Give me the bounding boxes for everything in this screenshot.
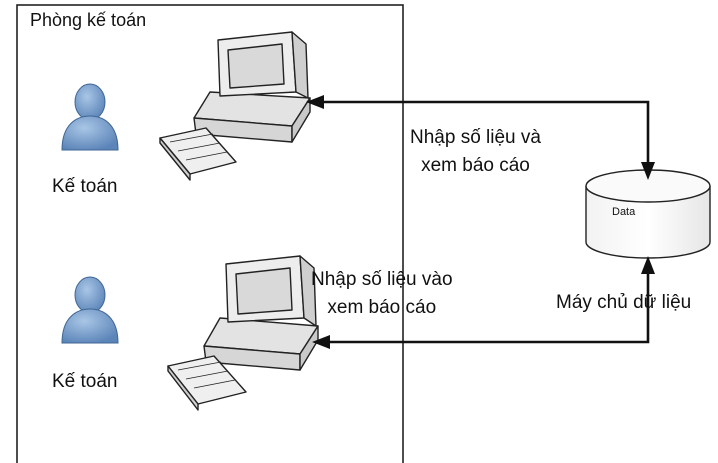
link-label-line: Nhập số liệu vào — [311, 269, 453, 290]
room-title: Phòng kế toán — [30, 10, 147, 30]
room-boundary — [16, 4, 404, 463]
link-label-top: Nhập số liệu và xem báo cáo — [410, 124, 541, 179]
link-label-line: xem báo cáo — [421, 154, 530, 176]
arrowhead-left-bottom — [312, 335, 330, 349]
arrowhead-up-db — [641, 256, 655, 274]
database-icon — [585, 169, 711, 259]
link-label-bottom: Nhập số liệu vào xem báo cáo — [311, 266, 453, 321]
person-icon — [61, 83, 119, 151]
person-icon — [61, 276, 119, 344]
arrowhead-down-db — [641, 162, 655, 180]
desktop-computer-icon — [167, 255, 319, 411]
desktop-computer-icon — [159, 31, 311, 181]
arrowhead-left-top — [306, 95, 324, 109]
link-label-line: xem báo cáo — [327, 296, 437, 318]
user-label: Kế toán — [52, 371, 118, 392]
arrow-top — [322, 100, 650, 166]
link-label-line: Nhập số liệu và — [410, 127, 541, 148]
user-label: Kế toán — [52, 176, 118, 197]
database-label: Data — [612, 206, 636, 218]
arrow-bottom — [328, 272, 650, 344]
server-label: Máy chủ dữ liệu — [556, 292, 692, 313]
